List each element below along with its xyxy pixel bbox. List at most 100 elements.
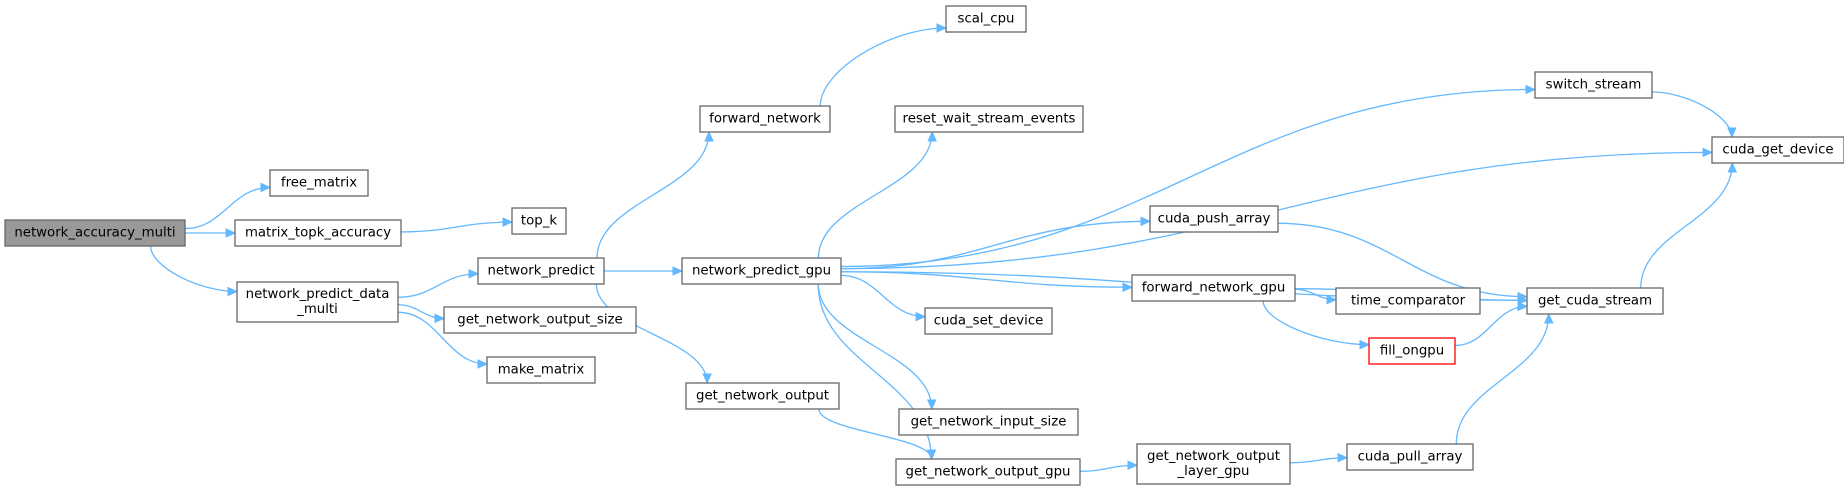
arrowhead-get_network_output_gpu-to-get_network_output_layer_gpu (1127, 460, 1139, 470)
node-get_network_output_layer_gpu[interactable]: get_network_output_layer_gpu (1136, 443, 1291, 485)
node-box-cuda_set_device[interactable] (924, 307, 1053, 335)
edge-get_network_output-to-get_network_output_gpu (818, 408, 933, 460)
node-box-fill_ongpu[interactable] (1368, 337, 1456, 365)
edge-forward_network_gpu-to-fill_ongpu (1262, 300, 1370, 346)
node-get_network_output[interactable]: get_network_output (685, 382, 840, 410)
node-network_accuracy_multi[interactable]: network_accuracy_multi (4, 219, 186, 247)
node-box-reset_wait_stream_events[interactable] (894, 105, 1084, 133)
node-label-matrix_topk_accuracy: matrix_topk_accuracy (245, 226, 391, 241)
node-network_predict_gpu[interactable]: network_predict_gpu (681, 257, 842, 285)
node-get_cuda_stream[interactable]: get_cuda_stream (1526, 287, 1664, 315)
node-box-get_network_output_size[interactable] (443, 306, 637, 334)
arrowhead-network_predict_data_multi-to-network_predict (468, 268, 480, 279)
node-box-forward_network[interactable] (699, 105, 831, 133)
node-label-fill_ongpu: fill_ongpu (1380, 344, 1444, 359)
node-label-get_cuda_stream: get_cuda_stream (1538, 294, 1652, 309)
node-fill_ongpu[interactable]: fill_ongpu (1368, 337, 1456, 365)
arrowhead-network_predict_gpu-to-cuda_set_device (915, 311, 927, 322)
node-network_predict[interactable]: network_predict (477, 257, 605, 285)
node-box-cuda_push_array[interactable] (1149, 205, 1279, 233)
node-label-cuda_get_device: cuda_get_device (1722, 143, 1833, 158)
arrowhead-network_predict_gpu-to-reset_wait_stream_events (927, 130, 937, 142)
arrowhead-network_predict-to-get_network_output (702, 373, 712, 385)
node-label-cuda_push_array: cuda_push_array (1158, 212, 1271, 227)
node-box-top_k[interactable] (511, 207, 567, 235)
arrowhead-network_predict_data_multi-to-get_network_output_size (434, 313, 446, 324)
arrowhead-network_accuracy_multi-to-matrix_topk_accuracy (225, 228, 237, 238)
arrowhead-network_predict_gpu-to-switch_stream (1525, 84, 1537, 95)
node-top_k[interactable]: top_k (511, 207, 567, 235)
arrowhead-switch_stream-to-cuda_get_device (1727, 127, 1737, 139)
arrowhead-get_cuda_stream-to-cuda_get_device (1727, 161, 1738, 173)
node-box-switch_stream[interactable] (1534, 71, 1653, 99)
node-box-time_comparator[interactable] (1335, 287, 1481, 315)
edge-switch_stream-to-cuda_get_device (1651, 91, 1733, 138)
node-box-forward_network_gpu[interactable] (1131, 274, 1296, 302)
node-free_matrix[interactable]: free_matrix (269, 169, 369, 197)
node-box-free_matrix[interactable] (269, 169, 369, 197)
node-forward_network_gpu[interactable]: forward_network_gpu (1131, 274, 1296, 302)
edge-network_predict_gpu-to-cuda_push_array (840, 220, 1151, 270)
node-scal_cpu[interactable]: scal_cpu (945, 5, 1027, 33)
arrowhead-forward_network_gpu-to-get_cuda_stream (1517, 295, 1529, 306)
arrowhead-get_network_output-to-get_network_output_gpu (926, 449, 937, 461)
node-cuda_set_device[interactable]: cuda_set_device (924, 307, 1053, 335)
edge-network_accuracy_multi-to-free_matrix (184, 186, 271, 230)
nodes-layer: network_accuracy_multi free_matrix matrix_… (4, 5, 1844, 486)
node-cuda_get_device[interactable]: cuda_get_device (1711, 136, 1844, 164)
node-box-network_predict_data_multi[interactable] (236, 281, 399, 323)
node-label-cuda_set_device: cuda_set_device (934, 314, 1044, 329)
edges-layer (149, 23, 1738, 472)
node-box-make_matrix[interactable] (486, 356, 596, 384)
node-label-make_matrix: make_matrix (498, 363, 585, 378)
node-box-network_accuracy_multi[interactable] (4, 219, 186, 247)
arrowhead-network_predict-to-forward_network (704, 130, 714, 142)
arrowhead-network_predict-to-network_predict_gpu (672, 266, 684, 276)
node-box-get_network_output[interactable] (685, 382, 840, 410)
node-matrix_topk_accuracy[interactable]: matrix_topk_accuracy (234, 219, 402, 247)
node-label-cuda_pull_array: cuda_pull_array (1358, 450, 1463, 465)
node-label-get_network_output_size: get_network_output_size (457, 313, 622, 328)
node-label-get_network_input_size: get_network_input_size (911, 415, 1067, 430)
node-label-network_predict_data_multi: network_predict_data (246, 287, 390, 302)
node-box-get_network_input_size[interactable] (898, 408, 1079, 436)
arrowhead-network_predict_gpu-to-forward_network_gpu (1122, 282, 1134, 293)
node-box-cuda_pull_array[interactable] (1346, 443, 1474, 471)
edge-network_predict_gpu-to-get_network_input_size (817, 283, 933, 410)
edge-network_predict-to-get_network_output (595, 283, 708, 384)
node-label-network_predict: network_predict (487, 264, 594, 279)
node-network_predict_data_multi[interactable]: network_predict_data_multi (236, 281, 399, 323)
node-forward_network[interactable]: forward_network (699, 105, 831, 133)
node-make_matrix[interactable]: make_matrix (486, 356, 596, 384)
node-reset_wait_stream_events[interactable]: reset_wait_stream_events (894, 105, 1084, 133)
node-label-network_predict_gpu: network_predict_gpu (692, 264, 831, 279)
edge-network_predict_gpu-to-reset_wait_stream_events (817, 131, 933, 259)
node-switch_stream[interactable]: switch_stream (1534, 71, 1653, 99)
edge-network_predict-to-forward_network (596, 131, 710, 259)
node-box-get_cuda_stream[interactable] (1526, 287, 1664, 315)
node-get_network_output_gpu[interactable]: get_network_output_gpu (895, 458, 1081, 486)
node-box-get_network_output_layer_gpu[interactable] (1136, 443, 1291, 485)
node-box-scal_cpu[interactable] (945, 5, 1027, 33)
node-box-network_predict_gpu[interactable] (681, 257, 842, 285)
edge-network_predict_data_multi-to-network_predict (397, 273, 479, 298)
edge-forward_network-to-scal_cpu (819, 27, 947, 107)
node-get_network_output_size[interactable]: get_network_output_size (443, 306, 637, 334)
node-box-matrix_topk_accuracy[interactable] (234, 219, 402, 247)
node-label-time_comparator: time_comparator (1351, 294, 1466, 309)
node-label-forward_network_gpu: forward_network_gpu (1142, 281, 1286, 296)
node-cuda_pull_array[interactable]: cuda_pull_array (1346, 443, 1474, 471)
node-box-network_predict[interactable] (477, 257, 605, 285)
arrowhead-network_predict_gpu-to-cuda_get_device (1702, 147, 1714, 158)
arrowhead-network_accuracy_multi-to-network_predict_data_multi (227, 286, 239, 297)
node-get_network_input_size[interactable]: get_network_input_size (898, 408, 1079, 436)
node-cuda_push_array[interactable]: cuda_push_array (1149, 205, 1279, 233)
edge-matrix_topk_accuracy-to-top_k (400, 221, 513, 233)
node-label-network_predict_data_multi: _multi (296, 302, 338, 317)
node-box-get_network_output_gpu[interactable] (895, 458, 1081, 486)
node-box-cuda_get_device[interactable] (1711, 136, 1844, 164)
arrowhead-get_network_output_layer_gpu-to-cuda_pull_array (1337, 452, 1349, 463)
arrowhead-network_predict_gpu-to-cuda_push_array (1140, 216, 1152, 227)
node-time_comparator[interactable]: time_comparator (1335, 287, 1481, 315)
arrowhead-network_predict_data_multi-to-make_matrix (477, 359, 489, 369)
